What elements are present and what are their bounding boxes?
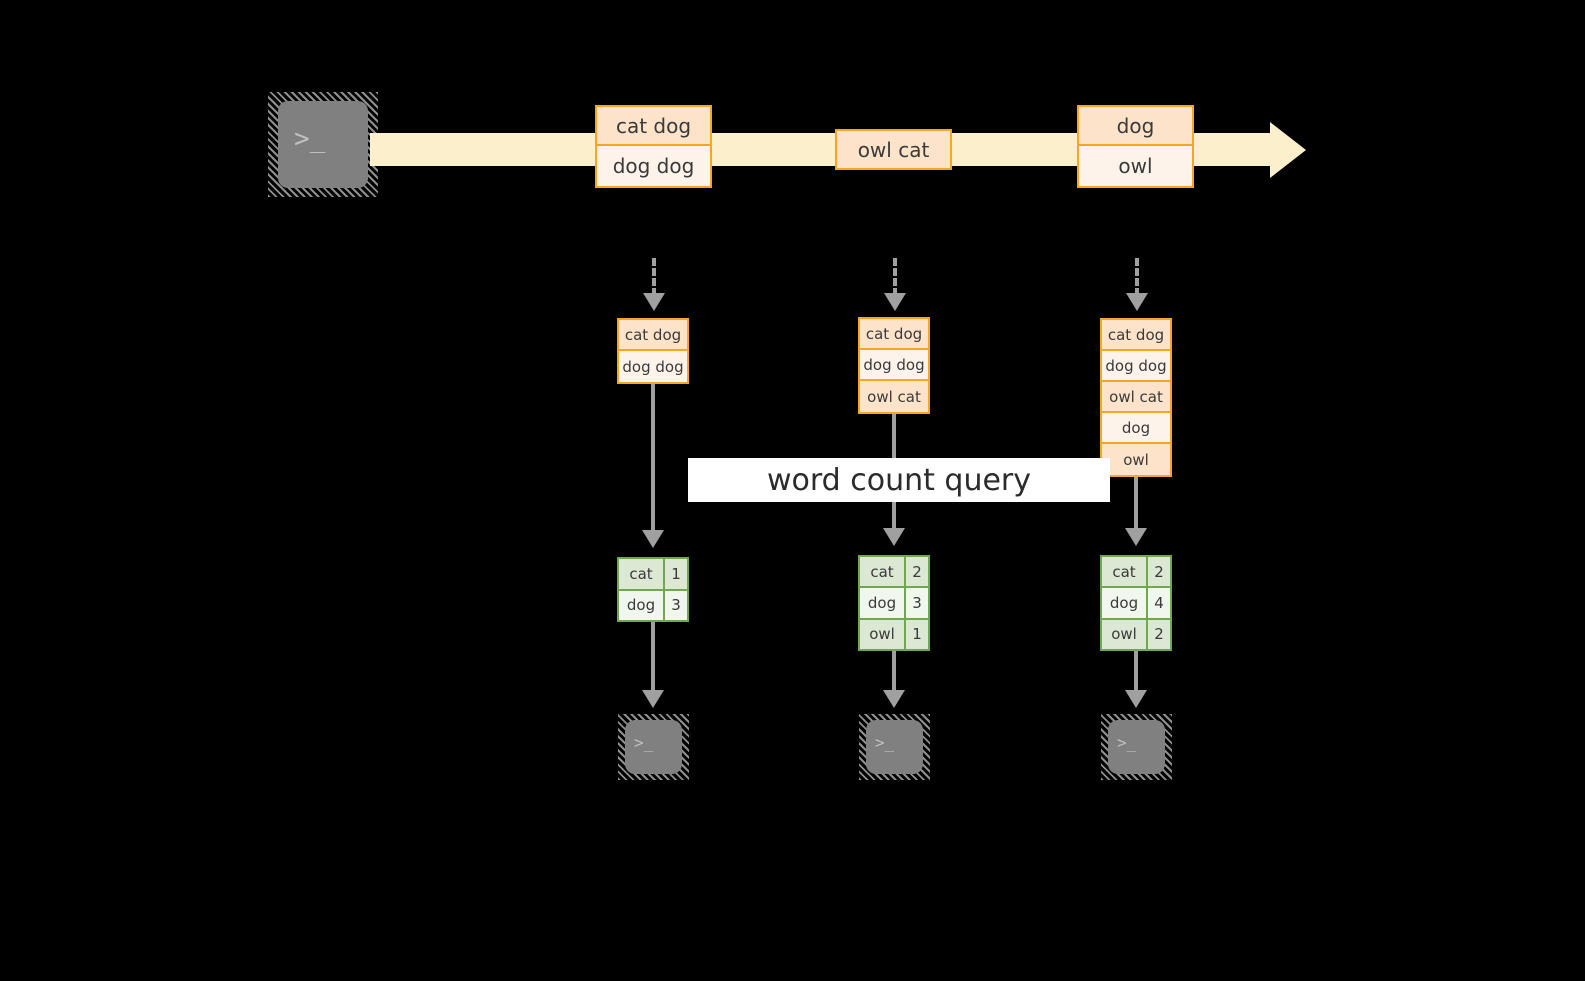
count-value-cell: 3	[665, 590, 687, 620]
count-row: owl 1	[860, 619, 928, 649]
terminal-prompt-glyph: >_	[1117, 733, 1137, 752]
stream-to-table-arrowhead-t3	[1126, 293, 1148, 311]
count-value-cell: 3	[906, 588, 928, 618]
terminal-screen	[1108, 720, 1165, 774]
table-input-row: dog dog	[860, 350, 928, 381]
query-arrowhead-t3	[1125, 528, 1147, 546]
sink-arrowhead-t2	[883, 690, 905, 708]
count-word-cell: dog	[619, 590, 665, 620]
source-terminal-icon: >_	[268, 92, 378, 197]
record-line: dog dog	[597, 146, 710, 186]
sink-terminal-icon-t3: >_	[1101, 714, 1172, 780]
count-row: cat 2	[860, 557, 928, 589]
count-word-cell: cat	[619, 559, 665, 589]
stream-to-table-connector-t3	[1135, 258, 1139, 296]
table-input-row: cat dog	[619, 320, 687, 351]
count-value-cell: 1	[665, 559, 687, 589]
terminal-screen	[866, 720, 923, 774]
table-input-row: dog	[1102, 413, 1170, 444]
stream-record-batch-3: dog owl	[1077, 105, 1194, 188]
table-input-t1: cat dog dog dog	[617, 318, 689, 384]
table-input-row: owl	[1102, 444, 1170, 475]
sink-connector-t1	[651, 622, 655, 694]
table-input-t2: cat dog dog dog owl cat	[858, 317, 930, 414]
sink-terminal-icon-t2: >_	[859, 714, 930, 780]
count-value-cell: 2	[906, 557, 928, 587]
stream-to-table-arrowhead-t2	[884, 293, 906, 311]
count-row: owl 2	[1102, 619, 1170, 649]
count-value-cell: 1	[906, 619, 928, 649]
record-line: owl cat	[837, 131, 950, 168]
count-row: dog 3	[860, 588, 928, 620]
query-label-band: word count query	[688, 458, 1110, 502]
terminal-prompt-glyph: >_	[875, 733, 895, 752]
count-word-cell: owl	[860, 619, 906, 649]
terminal-screen	[278, 101, 368, 188]
stream-record-batch-1: cat dog dog dog	[595, 105, 712, 188]
sink-connector-t3	[1134, 651, 1138, 694]
stream-to-table-connector-t1	[652, 258, 656, 296]
query-connector-t1	[651, 384, 655, 536]
count-row: dog 3	[619, 590, 687, 620]
count-word-cell: dog	[1102, 588, 1148, 618]
event-stream-arrowhead	[1270, 122, 1306, 178]
sink-arrowhead-t1	[642, 690, 664, 708]
count-value-cell: 4	[1148, 588, 1170, 618]
count-table-t2: cat 2 dog 3 owl 1	[858, 555, 930, 651]
record-line: dog	[1079, 107, 1192, 146]
count-table-t1: cat 1 dog 3	[617, 557, 689, 622]
count-word-cell: dog	[860, 588, 906, 618]
query-connector-t3	[1134, 477, 1138, 534]
stream-to-table-connector-t2	[893, 258, 897, 296]
query-arrowhead-t2	[883, 528, 905, 546]
count-word-cell: cat	[860, 557, 906, 587]
table-input-row: cat dog	[1102, 320, 1170, 351]
terminal-prompt-glyph: >_	[294, 124, 326, 154]
table-input-t3: cat dog dog dog owl cat dog owl	[1100, 318, 1172, 477]
table-input-row: dog dog	[1102, 351, 1170, 382]
count-value-cell: 2	[1148, 619, 1170, 649]
table-input-row: cat dog	[860, 319, 928, 350]
record-line: cat dog	[597, 107, 710, 146]
sink-arrowhead-t3	[1125, 690, 1147, 708]
table-input-row: dog dog	[619, 351, 687, 382]
query-label-text: word count query	[766, 462, 1032, 498]
table-input-row: owl cat	[860, 381, 928, 412]
sink-terminal-icon-t1: >_	[618, 714, 689, 780]
count-table-t3: cat 2 dog 4 owl 2	[1100, 555, 1172, 651]
query-arrowhead-t1	[642, 530, 664, 548]
count-row: dog 4	[1102, 588, 1170, 620]
table-input-row: owl cat	[1102, 382, 1170, 413]
count-value-cell: 2	[1148, 557, 1170, 587]
terminal-screen	[625, 720, 682, 774]
stream-to-table-arrowhead-t1	[643, 293, 665, 311]
count-row: cat 1	[619, 559, 687, 591]
count-word-cell: owl	[1102, 619, 1148, 649]
terminal-prompt-glyph: >_	[634, 733, 654, 752]
record-line: owl	[1079, 146, 1192, 186]
count-row: cat 2	[1102, 557, 1170, 589]
count-word-cell: cat	[1102, 557, 1148, 587]
sink-connector-t2	[892, 651, 896, 694]
stream-record-batch-2: owl cat	[835, 129, 952, 170]
